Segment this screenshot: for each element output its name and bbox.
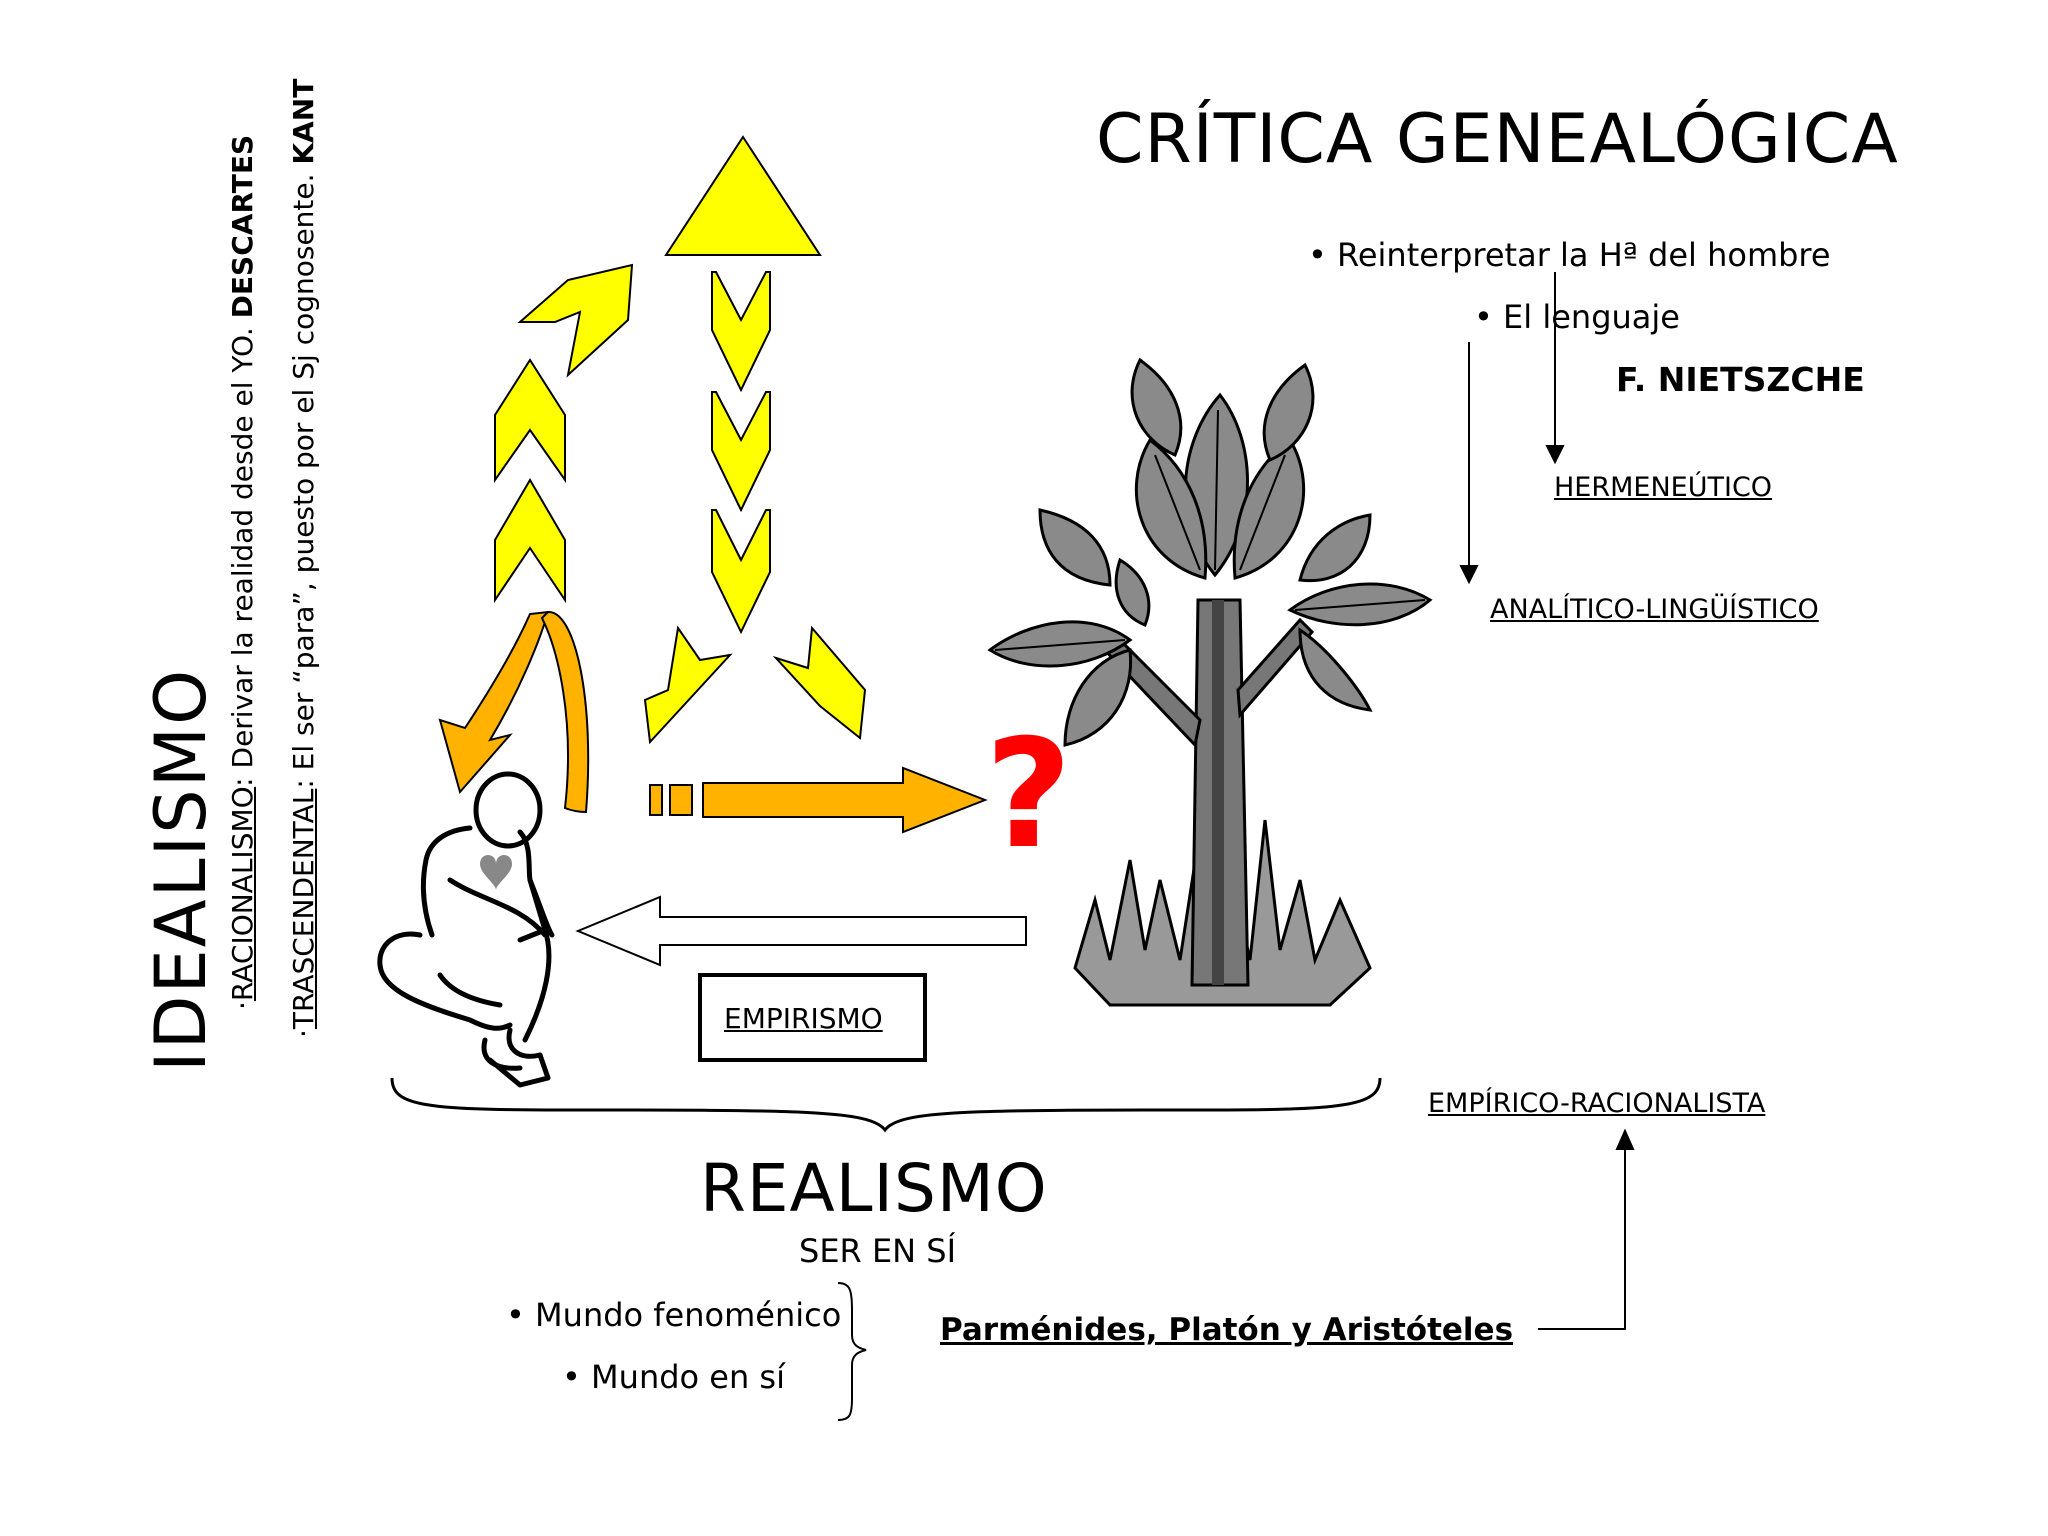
- heart-icon: [480, 855, 512, 890]
- idealism-title: IDEALISMO: [140, 667, 222, 1072]
- mundo-item-2: • Mundo en sí: [562, 1358, 785, 1396]
- empirismo-label: EMPIRISMO: [724, 1002, 883, 1035]
- hermeneutic-label: HERMENEÚTICO: [1554, 472, 1773, 503]
- orange-right-arrow: [649, 766, 988, 834]
- authors-label: Parménides, Platón y Aristóteles: [940, 1312, 1514, 1348]
- yellow-down-chevrons: [711, 271, 771, 635]
- yellow-split-chevrons: [643, 625, 867, 745]
- trascendental-line: ·TRASCENDENTAL: El ser “para”, puesto po…: [287, 78, 320, 1038]
- white-left-arrow: [575, 895, 1027, 967]
- mundo-item-1: • Mundo fenoménico: [506, 1296, 842, 1334]
- empirico-racionalista-label: EMPÍRICO-RACIONALISTA: [1428, 1088, 1766, 1119]
- question-mark: ?: [985, 708, 1073, 882]
- orange-curved-arrow: [438, 610, 590, 814]
- diagram-title: CRÍTICA GENEALÓGICA: [1096, 100, 1899, 179]
- mundo-brace: [837, 1282, 867, 1421]
- realism-subtitle: SER EN SÍ: [799, 1232, 957, 1270]
- tree-icon: [987, 357, 1433, 1007]
- genealogy-arrows: [1459, 272, 1565, 585]
- empirismo-box: [698, 973, 927, 1062]
- realism-title: REALISMO: [700, 1150, 1048, 1227]
- realism-brace: [390, 1077, 1382, 1133]
- empirico-connector: [1538, 1128, 1635, 1330]
- thinker-figure: [377, 771, 555, 1088]
- yellow-up-chevrons: [494, 263, 634, 604]
- analytic-label: ANALÍTICO-LINGÜÍSTICO: [1490, 594, 1819, 625]
- racionalismo-line: ·RACIONALISMO: Derivar la realidad desde…: [226, 134, 259, 1010]
- nietzsche-label: F. NIETSZCHE: [1616, 360, 1865, 399]
- genealogy-bullet-1: • Reinterpretar la Hª del hombre: [1308, 236, 1831, 274]
- yellow-triangle: [664, 135, 822, 256]
- genealogy-bullet-2: • El lenguaje: [1474, 298, 1680, 336]
